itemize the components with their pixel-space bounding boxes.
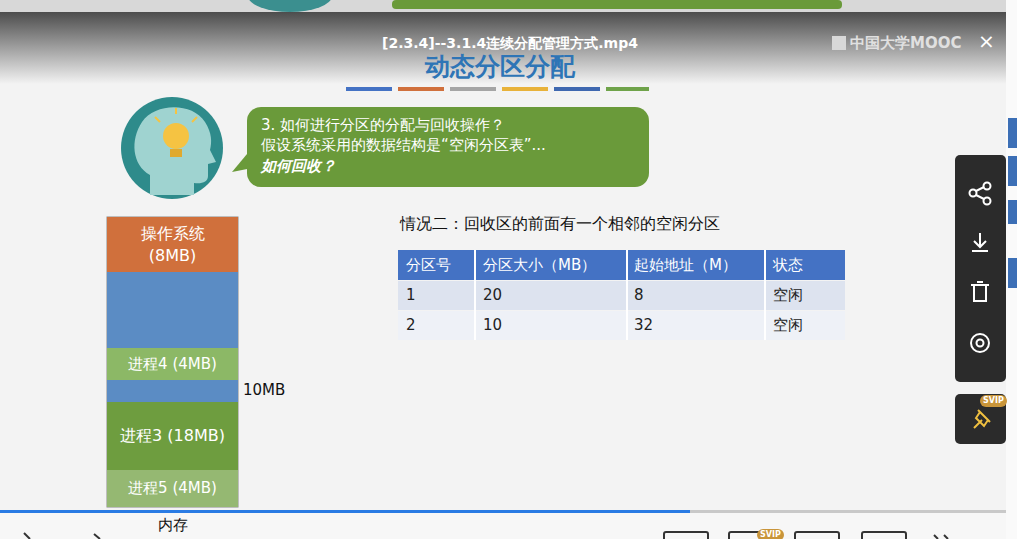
table-cell: 空闲 (773, 286, 803, 304)
memory-caption: 内存 (107, 515, 238, 535)
table-cell: 1 (406, 286, 416, 304)
table-grid (398, 250, 845, 340)
case-heading: 情况二：回收区的前面有一个相邻的空闲分区 (400, 214, 720, 233)
svip-badge: SVIP (980, 395, 1007, 407)
slide-title: 动态分区分配 (425, 50, 575, 83)
block-label: 3. 如何进行分区的分配与回收操作？ 假设系统采用的数据结构是“空闲分区表”..… (261, 115, 633, 156)
table-cell: 8 (634, 286, 644, 304)
table-cell: 2 (406, 316, 416, 334)
block-label: 进程5 (4MB) (128, 478, 217, 498)
block-label: 进程3 (18MB) (120, 425, 225, 447)
player-top-bar (0, 12, 1006, 84)
process-block: 进程4 (4MB) (107, 348, 238, 380)
table-header: 分区号 (406, 256, 451, 274)
behind-bubble (392, 0, 842, 9)
thinking-head-icon (121, 97, 223, 199)
size-label: 10MB (243, 381, 285, 399)
control-bar (0, 512, 1006, 539)
table-cell: 20 (483, 286, 502, 304)
page-behind (0, 0, 1017, 12)
side-page (1006, 0, 1017, 539)
table-header: 起始地址（M） (634, 256, 737, 274)
title-underline (346, 87, 649, 91)
free-block (107, 380, 238, 402)
side-page-mark (1008, 118, 1017, 148)
memory-stack: 操作系统 (8MB)进程4 (4MB)进程3 (18MB)进程5 (4MB)内存 (107, 217, 238, 507)
video-filename: [2.3.4]--3.1.4连续分配管理方式.mp4 (382, 35, 638, 52)
block-label: 进程4 (4MB) (128, 354, 217, 374)
pin-panel (955, 394, 1006, 444)
memory-outline (107, 217, 238, 507)
bubble-question: 如何回收？ (261, 156, 633, 176)
table-cell: 10 (483, 316, 502, 334)
os-block: 操作系统 (8MB) (107, 217, 238, 272)
toolbar-icons (970, 183, 991, 353)
side-page-mark (1008, 258, 1017, 288)
block-label: 操作系统 (8MB) (133, 223, 213, 266)
table-cell: 空闲 (773, 316, 803, 334)
side-page-mark (1008, 200, 1017, 224)
table-header: 状态 (773, 256, 803, 274)
process-block: 进程5 (4MB) (107, 470, 238, 507)
speech-bubble: 3. 如何进行分区的分配与回收操作？ 假设系统采用的数据结构是“空闲分区表”..… (247, 107, 649, 187)
close-button: × (978, 29, 995, 53)
progress-track (0, 510, 1006, 513)
table-cell: 32 (634, 316, 653, 334)
side-page-mark (1008, 156, 1017, 186)
svip-badge: SVIP (757, 529, 784, 539)
pin-icon (974, 410, 990, 428)
slide-ground (0, 12, 1006, 512)
progress-fill (0, 510, 690, 513)
toolbar-panel (955, 155, 1006, 382)
behind-icon (248, 0, 332, 12)
logo-icon (832, 36, 846, 50)
process-block: 进程3 (18MB) (107, 402, 238, 470)
free-block (107, 272, 238, 348)
table-header: 分区大小（MB） (483, 256, 596, 274)
logo-text: 中国大学MOOC (850, 34, 961, 52)
